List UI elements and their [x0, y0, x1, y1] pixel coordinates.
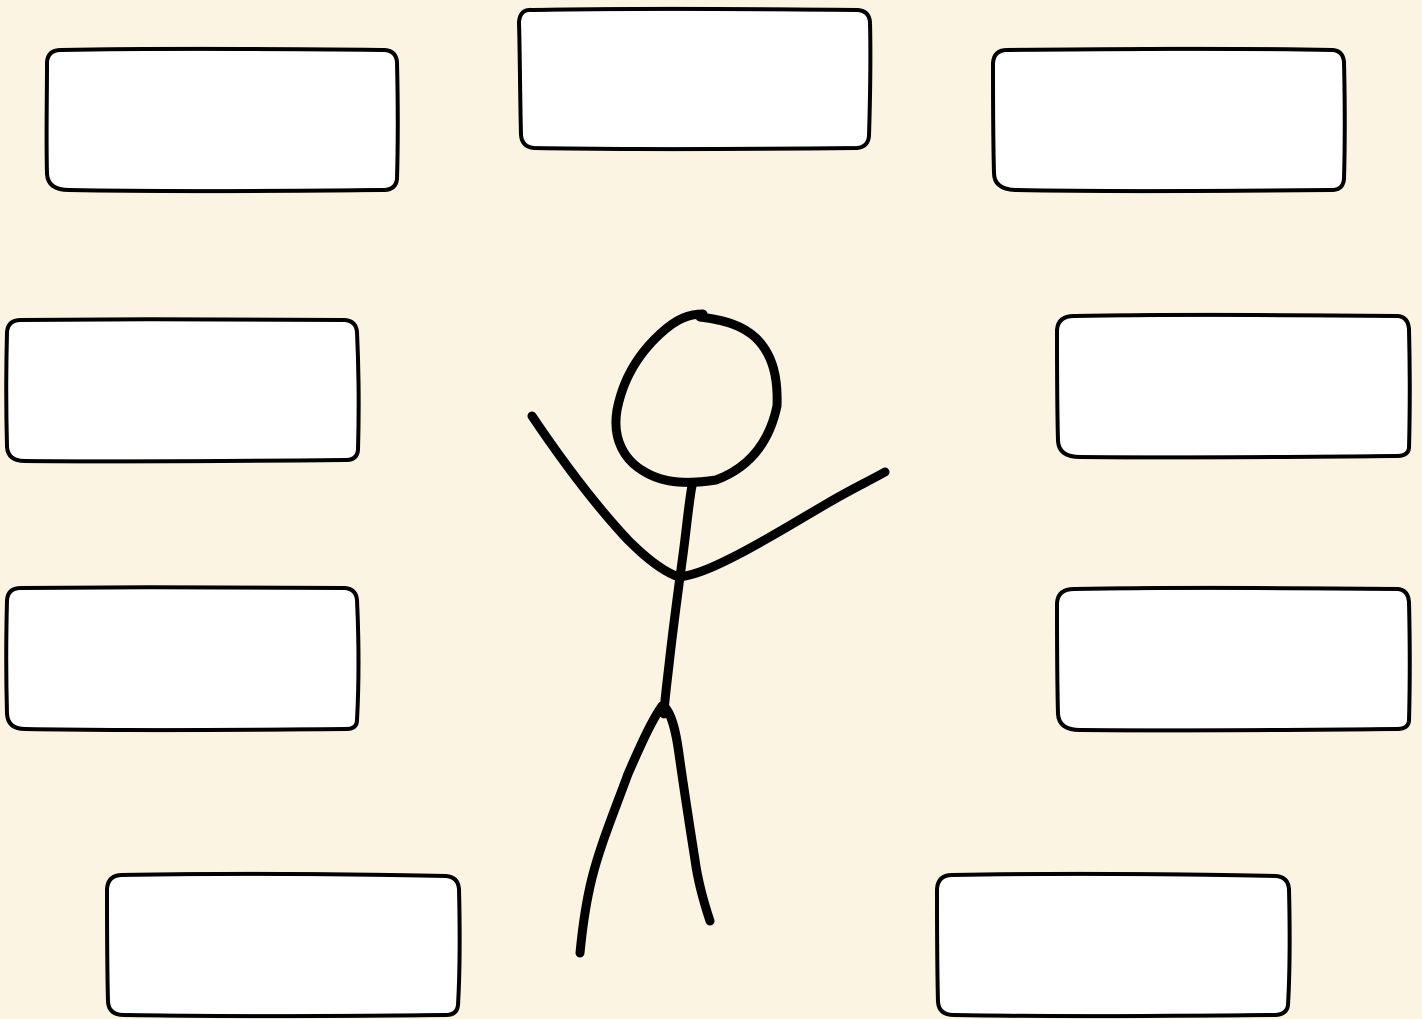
- box-label: [47, 49, 397, 189]
- text-box-middle-right-upper[interactable]: [1058, 316, 1408, 456]
- stick-figure-torso: [664, 486, 692, 714]
- text-box-bottom-right[interactable]: [938, 875, 1288, 1015]
- stick-figure-right-arm: [679, 472, 885, 577]
- text-box-middle-left-lower[interactable]: [7, 588, 357, 728]
- text-box-middle-right-lower[interactable]: [1058, 589, 1408, 729]
- text-box-top-left[interactable]: [47, 49, 397, 189]
- box-label: [108, 875, 458, 1015]
- box-label: [1058, 316, 1408, 456]
- box-label: [520, 8, 870, 148]
- box-label: [7, 588, 357, 728]
- text-box-bottom-left[interactable]: [108, 875, 458, 1015]
- stick-figure-head: [616, 314, 777, 482]
- box-label: [938, 875, 1288, 1015]
- box-label: [993, 49, 1343, 189]
- text-box-top-center[interactable]: [520, 8, 870, 148]
- text-box-top-right[interactable]: [993, 49, 1343, 189]
- stick-figure-right-leg: [664, 706, 710, 921]
- box-label: [1058, 589, 1408, 729]
- stick-figure-left-leg: [580, 706, 662, 953]
- text-box-middle-left-upper[interactable]: [7, 320, 357, 460]
- box-label: [7, 320, 357, 460]
- stick-figure-left-arm: [532, 416, 679, 577]
